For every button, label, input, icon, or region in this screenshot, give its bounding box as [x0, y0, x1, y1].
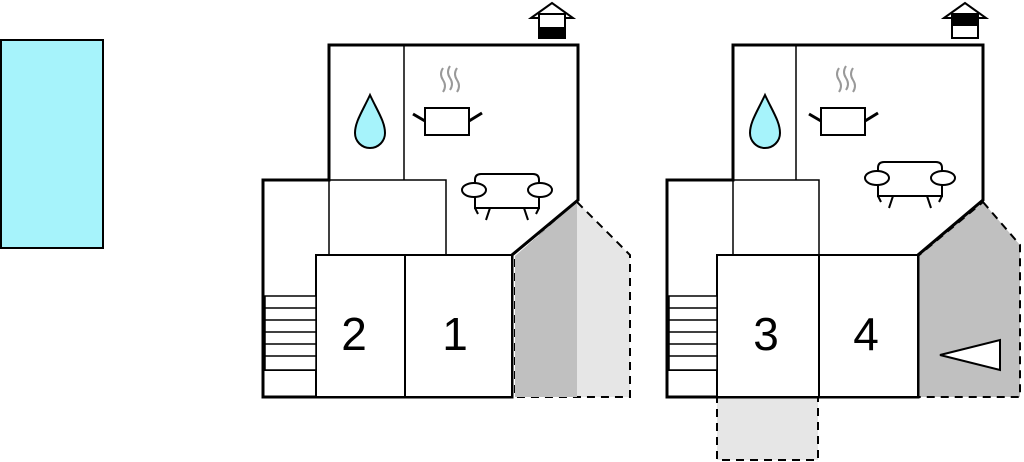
bedroom-1 [404, 254, 513, 398]
cooking-pot-icon [808, 65, 879, 136]
room-number-4: 4 [853, 308, 879, 360]
floor-ground: 2 1 [261, 1, 631, 399]
floor-level-ground-icon [527, 1, 577, 39]
room-number-3: 3 [753, 308, 779, 360]
water-drop-icon [353, 92, 387, 149]
bedroom-2 [315, 254, 406, 398]
sofa-icon [461, 173, 553, 221]
bedroom-4 [818, 254, 919, 398]
pool [0, 39, 104, 249]
room-number-1: 1 [442, 308, 468, 360]
balcony-dashed-area [716, 396, 819, 461]
water-drop-icon [748, 92, 782, 149]
floor-level-upper-icon [940, 1, 990, 39]
direction-triangle-icon [939, 338, 1001, 372]
floor-upper: 3 4 [665, 1, 1021, 461]
sofa-icon [864, 161, 956, 209]
room-number-2: 2 [341, 308, 367, 360]
stairs-icon [668, 295, 718, 371]
terrace-area [515, 202, 577, 397]
cooking-pot-icon [412, 65, 483, 136]
stairs-icon [264, 295, 317, 371]
bedroom-3 [716, 254, 820, 398]
